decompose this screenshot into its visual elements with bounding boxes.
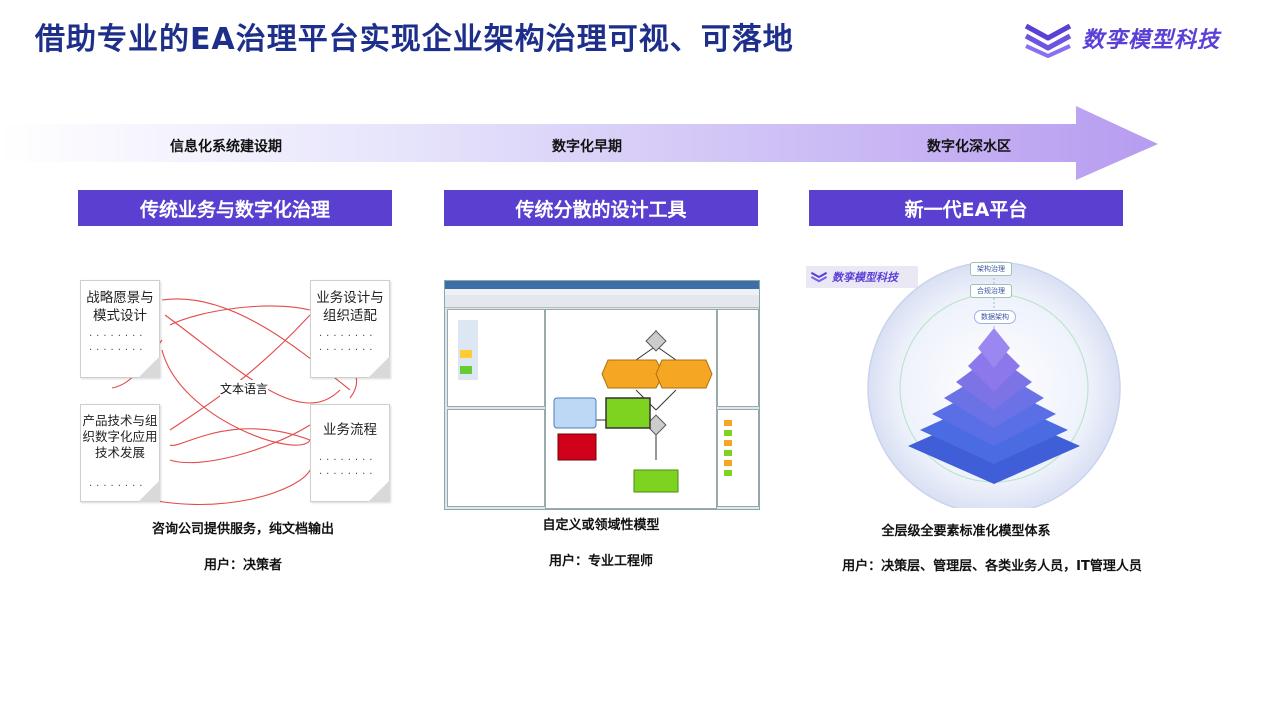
page-fold (368, 480, 390, 502)
ea-platform-graphic: 数孪模型科技 架构治理 合规治理 数据架构 (806, 258, 1126, 508)
platform-badge: 数孪模型科技 (806, 266, 918, 288)
symbols-panel (717, 409, 759, 507)
doc-label: 业务设计与组织适配 (316, 290, 384, 324)
text-dots: ········ (319, 345, 377, 356)
text-dots: ········ (319, 469, 377, 480)
document-business-design: 业务设计与组织适配 ········ ········ (310, 280, 390, 378)
document-business-process: 业务流程 ········ ········ (310, 404, 390, 502)
phase-label-1: 信息化系统建设期 (170, 139, 282, 155)
page-fold (368, 356, 390, 378)
column-3-users: 用户：决策层、管理层、各类业务人员，IT管理人员 (842, 559, 1142, 574)
text-dots: ········ (89, 345, 147, 356)
pyramid-diagram (867, 261, 1121, 508)
overview-thumb (460, 366, 472, 374)
design-tool-screenshot (444, 280, 760, 510)
stack-label-data-architecture: 数据架构 (974, 310, 1016, 324)
phase-label-3: 数字化深水区 (927, 139, 1011, 155)
brand-logo: 数孪模型科技 (1022, 18, 1220, 58)
gateway-icon (645, 414, 667, 436)
stack-label-architecture-governance: 架构治理 (970, 262, 1012, 276)
stacked-layers-logo-icon (1024, 23, 1072, 58)
document-diagram: 战略愿景与模式设计 ········ ········ 业务设计与组织适配 ··… (70, 270, 410, 510)
column-header-1: 传统业务与数字化治理 (78, 190, 392, 226)
symbol-swatches (724, 420, 732, 480)
task-shape (605, 397, 651, 429)
column-3-caption: 全层级全要素标准化模型体系 (881, 524, 1051, 539)
badge-label: 数孪模型科技 (832, 271, 898, 284)
overview-thumb (460, 350, 472, 358)
text-dots: ········ (319, 455, 377, 466)
event-shape (655, 359, 713, 389)
phase-label-2: 数字化早期 (552, 139, 622, 155)
text-dots: ········ (319, 331, 377, 342)
stacked-layers-logo-icon (810, 271, 828, 283)
column-1-users: 用户：决策者 (203, 558, 282, 573)
doc-label: 战略愿景与模式设计 (86, 290, 154, 324)
column-1-caption: 咨询公司提供服务，纯文档输出 (151, 522, 334, 537)
window-titlebar (445, 281, 759, 289)
center-label: 文本语言 (220, 380, 269, 397)
process-diagram (553, 330, 713, 493)
task-shape (633, 469, 679, 493)
text-dots: ········ (89, 331, 147, 342)
diagram-canvas (545, 309, 717, 509)
column-2-users: 用户：专业工程师 (548, 554, 653, 569)
toolbar (445, 295, 759, 308)
error-shape (557, 433, 597, 461)
palette-panel (717, 309, 759, 407)
document-product-tech: 产品技术与组织数字化应用技术发展 ········ (80, 404, 160, 502)
brand-name: 数孪模型科技 (1082, 28, 1221, 53)
page-fold (138, 356, 160, 378)
column-2-caption: 自定义或领域性模型 (542, 518, 660, 533)
timeline-arrow (0, 106, 1158, 180)
page-fold (138, 480, 160, 502)
doc-label: 业务流程 (323, 422, 377, 438)
document-strategy: 战略愿景与模式设计 ········ ········ (80, 280, 160, 378)
column-header-3: 新一代EA平台 (809, 190, 1123, 226)
properties-panel (447, 409, 545, 507)
stack-label-compliance-governance: 合规治理 (970, 284, 1012, 298)
doc-label: 产品技术与组织数字化应用技术发展 (82, 413, 158, 460)
column-header-2: 传统分散的设计工具 (444, 190, 758, 226)
task-shape (553, 397, 597, 429)
text-dots: ········ (89, 481, 147, 492)
event-shape (601, 359, 665, 389)
overview-panel (447, 309, 545, 407)
page-title: 借助专业的EA治理平台实现企业架构治理可视、可落地 (35, 22, 794, 57)
gateway-icon (645, 330, 667, 352)
